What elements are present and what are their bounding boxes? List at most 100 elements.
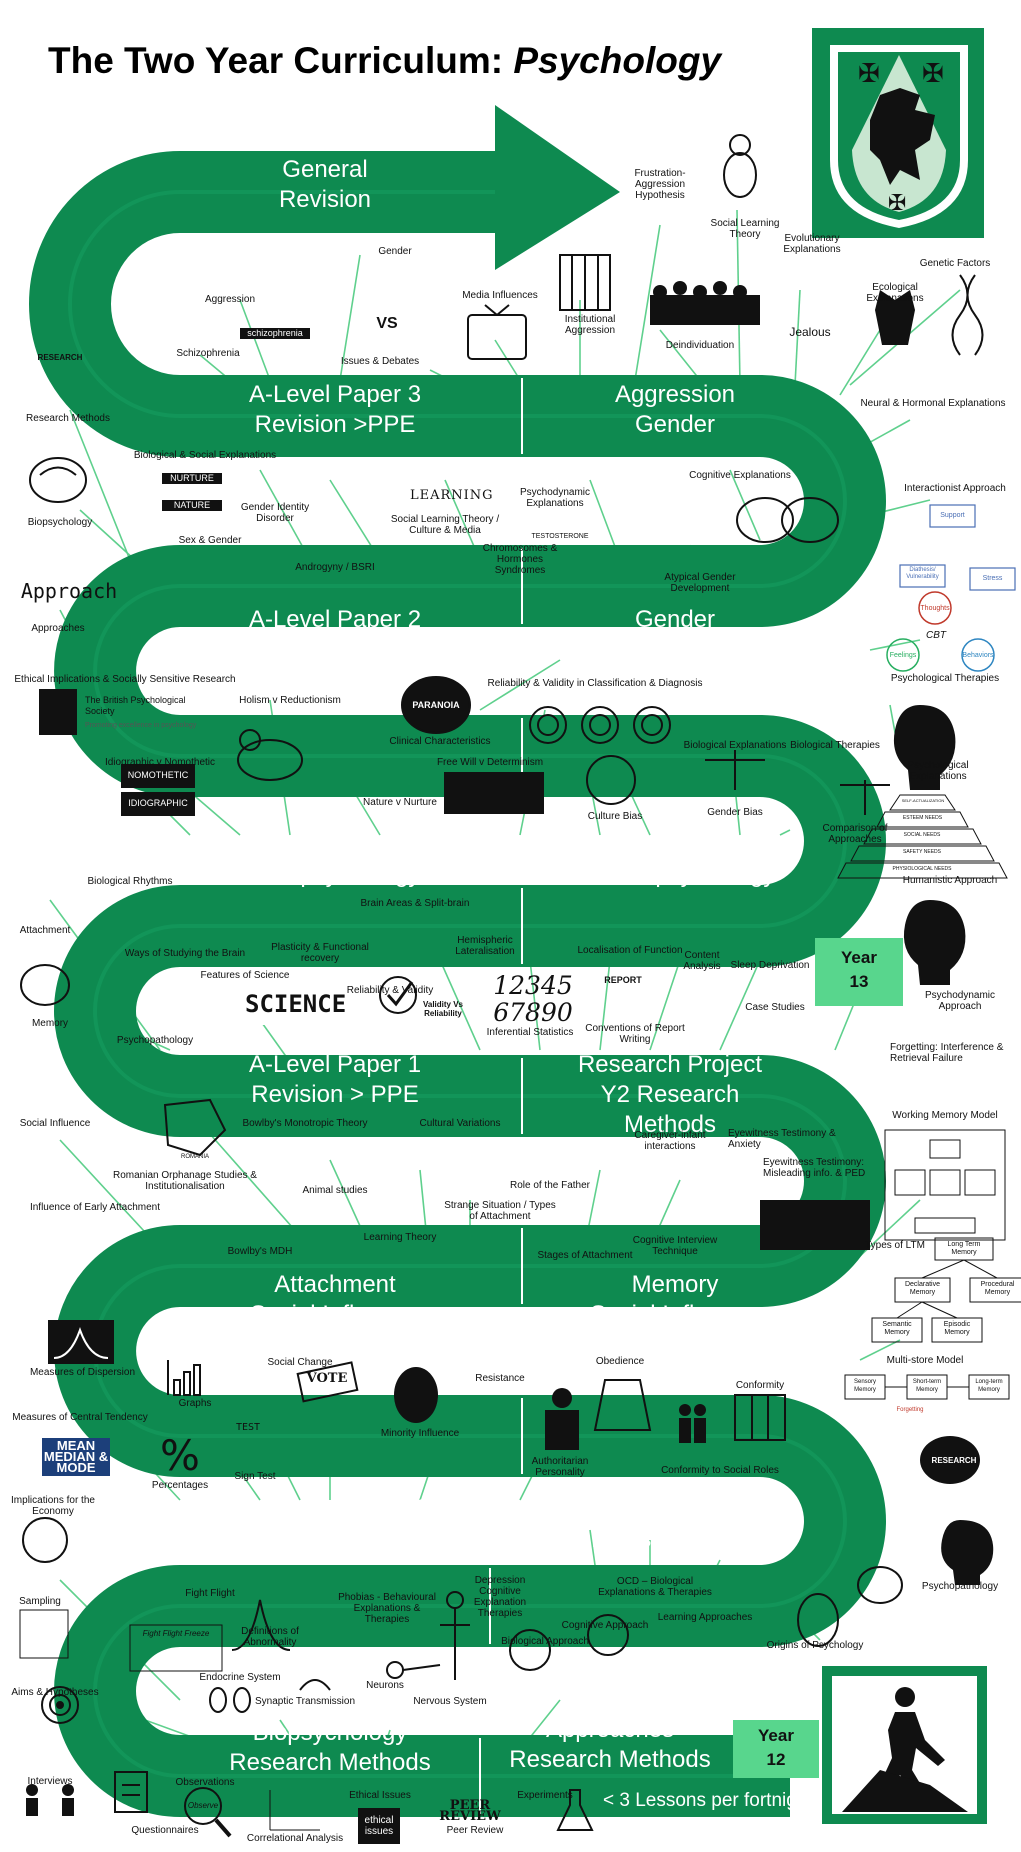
topic-label: Experiments: [517, 1790, 573, 1801]
svg-text:✠: ✠: [858, 59, 880, 89]
duck-icon: [237, 729, 303, 781]
topic-label: Eyewitness Testimony: Misleading info. &…: [763, 1157, 866, 1179]
types-of-ltm-icon: [871, 1237, 1021, 1343]
approach-text: Approach: [20, 579, 118, 603]
working-memory-model-icon: [884, 1129, 1006, 1241]
check-icon: [379, 976, 417, 1014]
topic-label: Approaches: [31, 623, 85, 634]
bell-curve-icon: [48, 1320, 114, 1364]
topic-label: Biological & Social Explanations: [133, 450, 277, 461]
tv-icon: [467, 304, 527, 360]
topic-label: Social Learning Theory: [710, 218, 780, 240]
topic-label: Gender Bias: [707, 807, 763, 818]
topic-label: Eyewitness Testimony & Anxiety: [728, 1128, 836, 1150]
topic-label: Clinical Characteristics: [389, 736, 491, 747]
wolf-icon: [875, 290, 915, 345]
vote-text: VOTE: [306, 1371, 348, 1386]
idiographic-text: IDIOGRAPHIC: [128, 798, 188, 808]
topic-label: Cognitive Interview Technique: [632, 1235, 718, 1257]
topic-label: Working Memory Model: [892, 1110, 998, 1121]
bps-logo-icon: [39, 689, 77, 735]
ethical-issues-box-text: ethical issues: [364, 1815, 394, 1837]
topic-label: Nature v Nurture: [363, 797, 437, 808]
normal-distribution-icon: [231, 1599, 291, 1651]
crowd-icon: [650, 281, 760, 325]
topic-label: Psychological Therapies: [890, 673, 1000, 684]
topic-label: Holism v Reductionism: [239, 695, 341, 706]
topic-label: Endocrine System: [199, 1672, 281, 1683]
fight-flight-freeze-text: Fight Flight Freeze: [142, 1629, 210, 1638]
topic-label: Peer Review: [446, 1825, 504, 1836]
multi-store-model-icon: [844, 1374, 1010, 1400]
feelings-text: Feelings: [889, 652, 917, 659]
schizophrenia-badge: schizophrenia: [240, 328, 310, 339]
wundt-portrait-icon: [797, 1593, 839, 1647]
topic-label: Media Influences: [462, 290, 538, 301]
topic-label: Synaptic Transmission: [254, 1696, 356, 1707]
topic-label: Brain Areas & Split-brain: [360, 898, 470, 909]
svg-text:✠: ✠: [922, 59, 944, 89]
topic-label: Social Learning Theory / Culture & Media: [390, 514, 500, 536]
topic-label: Neurons: [366, 1680, 404, 1691]
research-head-text: RESEARCH: [931, 1456, 977, 1465]
topic-label: Measures of Dispersion: [29, 1367, 136, 1378]
topic-label: Institutional Aggression: [564, 314, 616, 336]
topic-label: Chromosomes & Hormones Syndromes: [482, 543, 558, 576]
globe-icon: [586, 755, 636, 805]
topic-label: Observations: [175, 1777, 235, 1788]
graph-icon: [167, 1360, 201, 1396]
topic-label: Psychodynamic Approach: [924, 990, 996, 1012]
sensory-memory-text: Sensory Memory: [853, 1379, 876, 1393]
topic-label: Implications for the Economy: [11, 1495, 95, 1517]
topic-label: Graphs: [178, 1398, 212, 1409]
topic-label: Percentages: [151, 1480, 209, 1491]
scales-icon-2: [840, 780, 890, 815]
maslow-level-3: SOCIAL NEEDS: [903, 832, 941, 838]
biopsychology-brain-icon: [857, 1566, 903, 1604]
topic-label: Plasticity & Functional recovery: [271, 942, 369, 964]
topic-label: Ethical Issues: [349, 1790, 411, 1801]
topic-label: Conformity to Social Roles: [661, 1465, 779, 1476]
testosterone-text: TESTOSTERONE: [531, 533, 589, 540]
topic-label: Interactionist Approach: [904, 483, 1006, 494]
maslow-level-2: ESTEEM NEEDS: [902, 815, 943, 821]
topic-label: Role of the Father: [509, 1180, 591, 1191]
topic-label: Evolutionary Explanations: [783, 233, 841, 255]
validity-reliability-text: Validity Vs Reliability: [422, 1000, 464, 1018]
procedural-text: Procedural Memory: [980, 1281, 1015, 1296]
topic-label: Biological Approach: [501, 1636, 589, 1647]
observe-text: Observe: [187, 1801, 219, 1810]
topic-label: Social Change: [267, 1357, 333, 1368]
fight-flight-freeze-icon: [129, 1624, 223, 1672]
synapse-icon: [299, 1679, 331, 1691]
bobo-doll-icon: [723, 134, 757, 198]
topic-label: Definitions of Abnormality: [241, 1626, 299, 1648]
topic-label: Multi-store Model: [886, 1355, 964, 1366]
questionnaire-icon: [114, 1771, 148, 1813]
topic-label: Ethical Implications & Socially Sensitiv…: [14, 674, 236, 685]
topic-label: Deindividuation: [665, 340, 735, 351]
topic-label: Caregiver-infant interactions: [634, 1130, 706, 1152]
topic-label: Ways of Studying the Brain: [124, 948, 246, 959]
lineup-icon: [760, 1200, 870, 1250]
topic-label: Reliability & Validity: [346, 985, 434, 996]
percent-icon: %: [160, 1431, 200, 1480]
declarative-text: Declarative Memory: [904, 1281, 940, 1296]
short-term-memory-text: Short-term Memory: [912, 1379, 942, 1393]
topic-label: Gender: [378, 246, 412, 257]
experiment-flask-icon: [556, 1789, 594, 1831]
topic-label: Forgetting: Interference & Retrieval Fai…: [890, 1042, 1004, 1064]
school-crest: ✠ ✠ ✠: [812, 28, 984, 238]
topic-label: Sleep Deprivation: [730, 960, 810, 971]
prison-icon: [559, 254, 611, 311]
topic-label: Phobias - Behavioural Explanations & The…: [338, 1592, 436, 1625]
topic-label: Resistance: [475, 1373, 525, 1384]
topic-label: Sex & Gender: [178, 535, 242, 546]
conformity-window-icon: [734, 1394, 786, 1441]
